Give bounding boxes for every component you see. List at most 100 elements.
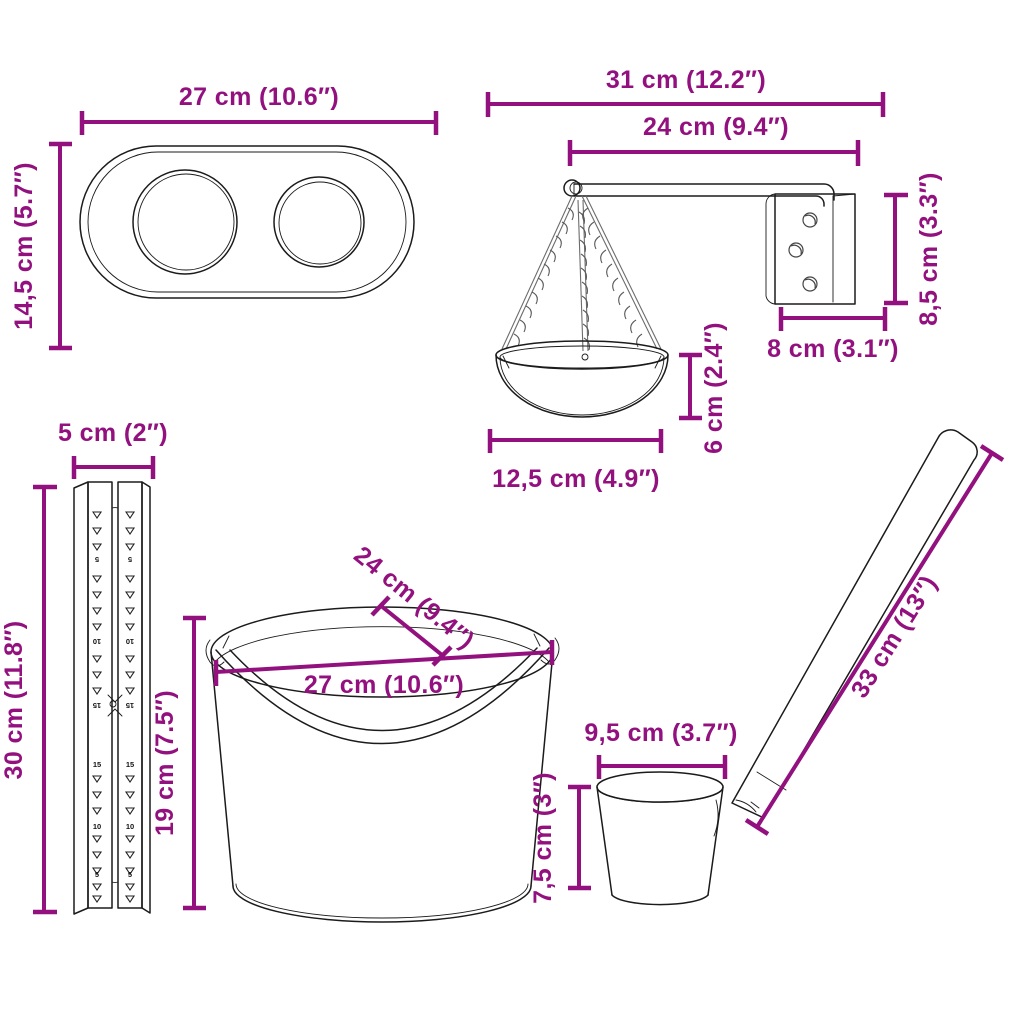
dim-label-plate-width: 8 cm (3.1″) (767, 335, 899, 363)
bracket-arm-bottom (573, 195, 825, 207)
bucket-rim-inner (214, 626, 550, 663)
dim-label-stake-height: 30 cm (11.8″) (0, 621, 28, 780)
stake-num-l5-right: 5 (128, 870, 132, 879)
bracket-plate-front (774, 193, 856, 305)
dim-bracket-total (485, 92, 886, 117)
dim-stake-width (71, 456, 156, 479)
dim-label-bucket-top: 27 cm (10.6″) (304, 671, 464, 699)
part-hanging-basket (495, 195, 669, 418)
basket-bowl (495, 354, 669, 418)
stake-num-u10-left: 10 (93, 637, 101, 646)
dim-basket-diameter (487, 429, 664, 453)
part-twin-pot-holder (79, 145, 415, 299)
pot-side-right (707, 786, 724, 896)
stake-left-side (73, 481, 89, 915)
dim-plate-width (778, 307, 888, 331)
stake-num-l15-right: 15 (126, 760, 134, 769)
part-measuring-stake: 5 10 15 5 10 15 15 10 5 15 10 (73, 481, 151, 915)
dim-label-tray-width: 27 cm (10.6″) (179, 83, 339, 111)
stake-joiner-pin (109, 700, 117, 708)
bracket-screw-middle (788, 242, 804, 258)
trowel-tip-notch (750, 801, 760, 809)
pot-seam (713, 799, 719, 837)
dim-bracket-arm (567, 140, 861, 166)
bucket-handle-outer (215, 647, 550, 745)
bracket-hook-eye-inner (569, 181, 583, 195)
bucket-handle-inner (229, 647, 538, 732)
pot-side-left (596, 786, 613, 896)
stake-scale-upper-left: 5 10 15 (91, 511, 103, 710)
stake-num-u5-left: 5 (95, 555, 99, 564)
bracket-screw-bottom (802, 276, 818, 292)
dim-label-bracket-arm: 24 cm (9.4″) (643, 113, 789, 141)
dim-plate-height (884, 192, 908, 306)
stake-num-l5-left: 5 (95, 870, 99, 879)
tray-inner-edge (87, 151, 407, 293)
basket-chain-left (501, 195, 577, 350)
dim-label-stake-width: 5 cm (2″) (58, 419, 168, 447)
tray-hole-right-inner (278, 181, 362, 265)
basket-center-anchor (581, 353, 589, 361)
dim-bucket-bottom (370, 595, 453, 667)
stake-num-l10-right: 10 (126, 822, 134, 831)
bucket-bottom-inner (235, 883, 529, 919)
bucket-ear-joints (222, 633, 541, 649)
bucket-ear-left (205, 639, 225, 667)
part-wall-bracket (563, 179, 856, 305)
bracket-arm-top (573, 183, 835, 201)
stake-num-l15-left: 15 (93, 760, 101, 769)
pot-rim (596, 771, 724, 803)
dim-basket-depth (679, 352, 702, 421)
bracket-plate-topedge (832, 193, 856, 197)
dim-label-pot-height: 7,5 cm (3″) (529, 772, 557, 904)
dim-pot-height (568, 784, 591, 891)
bracket-plate-side (765, 193, 776, 305)
tray-hole-right-outer (273, 176, 365, 268)
stake-num-u15-left: 15 (93, 701, 101, 710)
pot-rim-inner (597, 789, 723, 803)
dim-label-plate-height: 8,5 cm (3.3″) (915, 172, 943, 325)
dim-label-tray-height: 14,5 cm (5.7″) (10, 162, 38, 330)
dim-label-bucket-height: 19 cm (7.5″) (151, 690, 179, 836)
dim-label-trowel-length: 33 cm (13″) (846, 571, 943, 703)
tray-outer-edge (79, 145, 415, 299)
stake-num-u10-right: 10 (126, 637, 134, 646)
tray-hole-left-outer (132, 169, 238, 275)
dim-label-basket-depth: 6 cm (2.4″) (700, 322, 728, 454)
basket-bowl-inner (499, 356, 665, 416)
dim-label-bucket-bottom: 24 cm (9.4″) (348, 541, 479, 655)
basket-chain-center (577, 199, 590, 352)
stake-center-channel (111, 507, 119, 883)
stake-num-u5-right: 5 (128, 555, 132, 564)
part-trowel (731, 429, 978, 819)
trowel-scoop-tip (735, 799, 757, 813)
basket-chain-right (581, 195, 662, 350)
stake-channel-edges (111, 481, 119, 909)
stake-scale-lower-left: 15 10 5 (91, 760, 103, 903)
part-small-pot (596, 771, 724, 906)
dim-label-bracket-total: 31 cm (12.2″) (606, 66, 766, 94)
stake-num-l10-left: 10 (93, 822, 101, 831)
trowel-body (731, 429, 978, 819)
stake-num-u15-right: 15 (126, 701, 134, 710)
dim-tray-height (49, 141, 72, 351)
dim-pot-diameter (596, 755, 728, 779)
bucket-bottom (232, 885, 532, 923)
dim-bucket-height (183, 615, 206, 911)
bucket-side-right (530, 651, 554, 887)
dim-label-basket-diameter: 12,5 cm (4.9″) (492, 465, 660, 493)
stake-scale-lower-right: 15 10 5 (124, 760, 136, 903)
tray-hole-left-inner (137, 173, 235, 271)
dim-bucket-top (213, 640, 555, 686)
basket-rim-clips (502, 355, 662, 369)
bucket-side-left (210, 651, 234, 887)
dim-label-pot-diameter: 9,5 cm (3.7″) (584, 719, 737, 747)
bucket-ear-right (540, 637, 560, 665)
stake-scale-upper-right: 5 10 15 (124, 511, 136, 710)
dim-tray-width (79, 111, 439, 135)
bracket-screw-top (802, 212, 818, 228)
stake-right-side (141, 481, 151, 914)
dim-trowel-length (744, 444, 1005, 836)
